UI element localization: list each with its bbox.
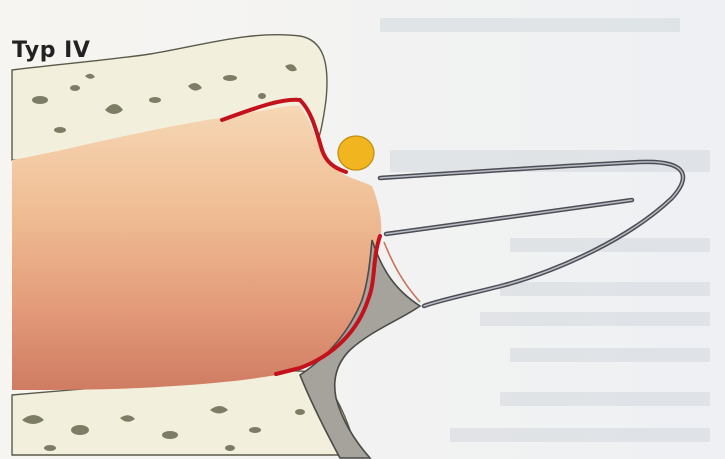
type-label: Typ IV bbox=[12, 38, 90, 63]
calculus-nodule bbox=[338, 136, 374, 170]
